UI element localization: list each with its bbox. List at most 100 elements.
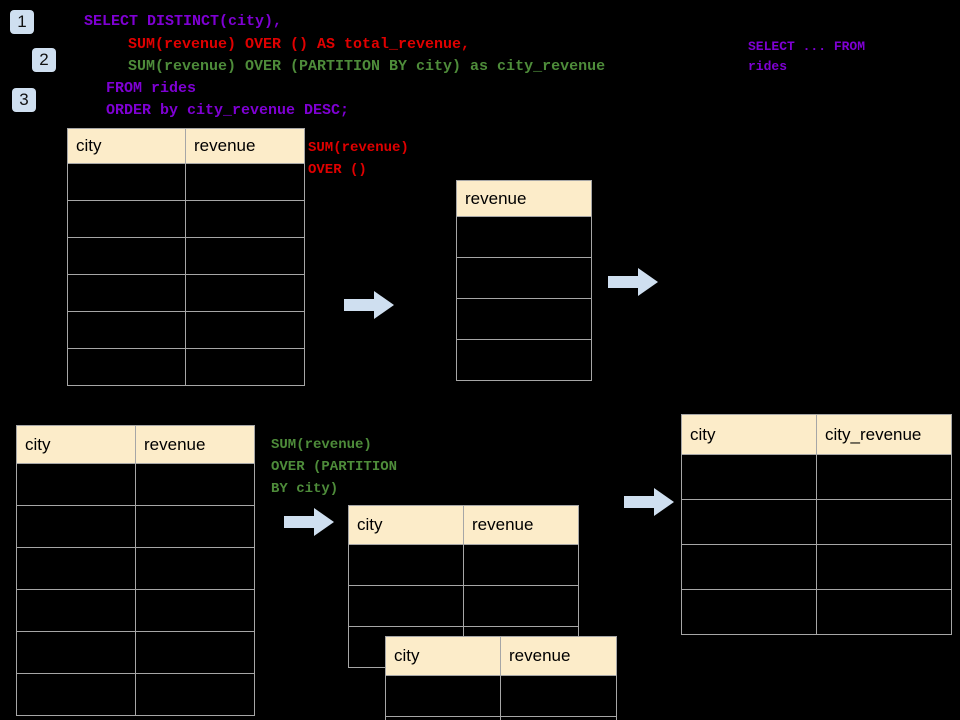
cell-revenue [185,348,305,386]
cell-revenue [135,589,255,632]
sql-line-select: SELECT DISTINCT(city), [84,13,283,30]
cell-city [67,200,186,238]
city-revenue-result-table: city city_revenue [681,414,952,635]
cell-revenue [185,311,305,349]
column-header-revenue: revenue [135,425,255,464]
cell-city [348,585,464,627]
cell-city [681,544,817,590]
table-row [67,237,305,275]
annotation-sum-over-empty-line2: OVER () [308,162,367,178]
table-row [681,544,952,590]
cell-revenue [185,274,305,312]
rides-source-table-top: city revenue [67,128,305,386]
cell-revenue [500,716,617,720]
table-row [385,716,617,720]
cell-revenue [185,163,305,201]
annotation-sum-over-partition-line2: OVER (PARTITION [271,459,398,475]
table-row [385,675,617,717]
arrow-rides-to-total-revenue-icon [344,291,394,319]
table-row [348,585,579,627]
step-badge-1: 1 [10,10,34,34]
column-header-city: city [348,505,464,545]
table-row [16,505,255,548]
table-header-row: city revenue [67,128,305,164]
cell-revenue [456,257,592,299]
annotation-sum-over-empty-line1: SUM(revenue) [308,140,409,156]
table-row [348,544,579,586]
table-header-row: city revenue [16,425,255,464]
sql-line-total-revenue: SUM(revenue) OVER () AS total_revenue, [128,36,471,53]
cell-revenue [135,505,255,548]
table-row [456,298,592,340]
cell-city [16,505,136,548]
table-row [16,589,255,632]
column-header-revenue: revenue [500,636,617,676]
rides-source-table-bottom: city revenue [16,425,255,716]
cell-revenue [456,339,592,381]
table-header-row: city revenue [385,636,617,676]
cell-city [681,454,817,500]
table-row [681,499,952,545]
table-row [681,454,952,500]
annotation-sum-over-partition-line1: SUM(revenue) [271,437,372,453]
table-row [681,589,952,635]
table-header-row: city city_revenue [681,414,952,455]
cell-city-revenue [816,454,952,500]
cell-city-revenue [816,544,952,590]
column-header-city-revenue: city_revenue [816,414,952,455]
cell-city [16,547,136,590]
cell-city [67,163,186,201]
column-header-city: city [385,636,501,676]
table-row [16,631,255,674]
total-revenue-table: revenue [456,180,592,381]
cell-revenue [463,585,579,627]
cell-city [348,544,464,586]
annotation-sum-over-partition-line3: BY city) [271,481,339,497]
cell-revenue [135,547,255,590]
cell-revenue [500,675,617,717]
cell-city [67,274,186,312]
column-header-city: city [16,425,136,464]
column-header-city: city [681,414,817,455]
table-row [67,348,305,386]
column-header-revenue: revenue [185,128,305,164]
table-row [456,257,592,299]
cell-revenue [135,631,255,674]
cell-city [16,463,136,506]
cell-revenue [456,298,592,340]
sql-line-city-revenue: SUM(revenue) OVER (PARTITION BY city) as… [128,58,606,75]
table-header-row: city revenue [348,505,579,545]
column-header-revenue: revenue [463,505,579,545]
cell-revenue [463,544,579,586]
partition-group-table-front: city revenue [385,636,617,720]
arrow-partition-to-result-icon [624,488,674,516]
cell-revenue [135,673,255,716]
column-header-revenue: revenue [456,180,592,217]
table-row [16,547,255,590]
cell-city [681,589,817,635]
cell-revenue [185,200,305,238]
table-row [67,200,305,238]
cell-city [385,716,501,720]
cell-city [67,237,186,275]
cell-city [67,311,186,349]
table-row [67,163,305,201]
arrow-total-revenue-to-result-icon [608,268,658,296]
annotation-select-from-rides-line2: rides [748,59,788,74]
cell-city [16,589,136,632]
cell-city [67,348,186,386]
cell-city-revenue [816,499,952,545]
arrow-rides-to-partition-icon [284,508,334,536]
column-header-city: city [67,128,186,164]
step-badge-2: 2 [32,48,56,72]
sql-line-order-by: ORDER by city_revenue DESC; [106,102,350,119]
cell-city [16,631,136,674]
table-row [456,339,592,381]
annotation-select-from-rides-line1: SELECT ... FROM [748,39,866,54]
table-row [16,673,255,716]
table-row [456,216,592,258]
cell-city [681,499,817,545]
table-header-row: revenue [456,180,592,217]
cell-revenue [135,463,255,506]
